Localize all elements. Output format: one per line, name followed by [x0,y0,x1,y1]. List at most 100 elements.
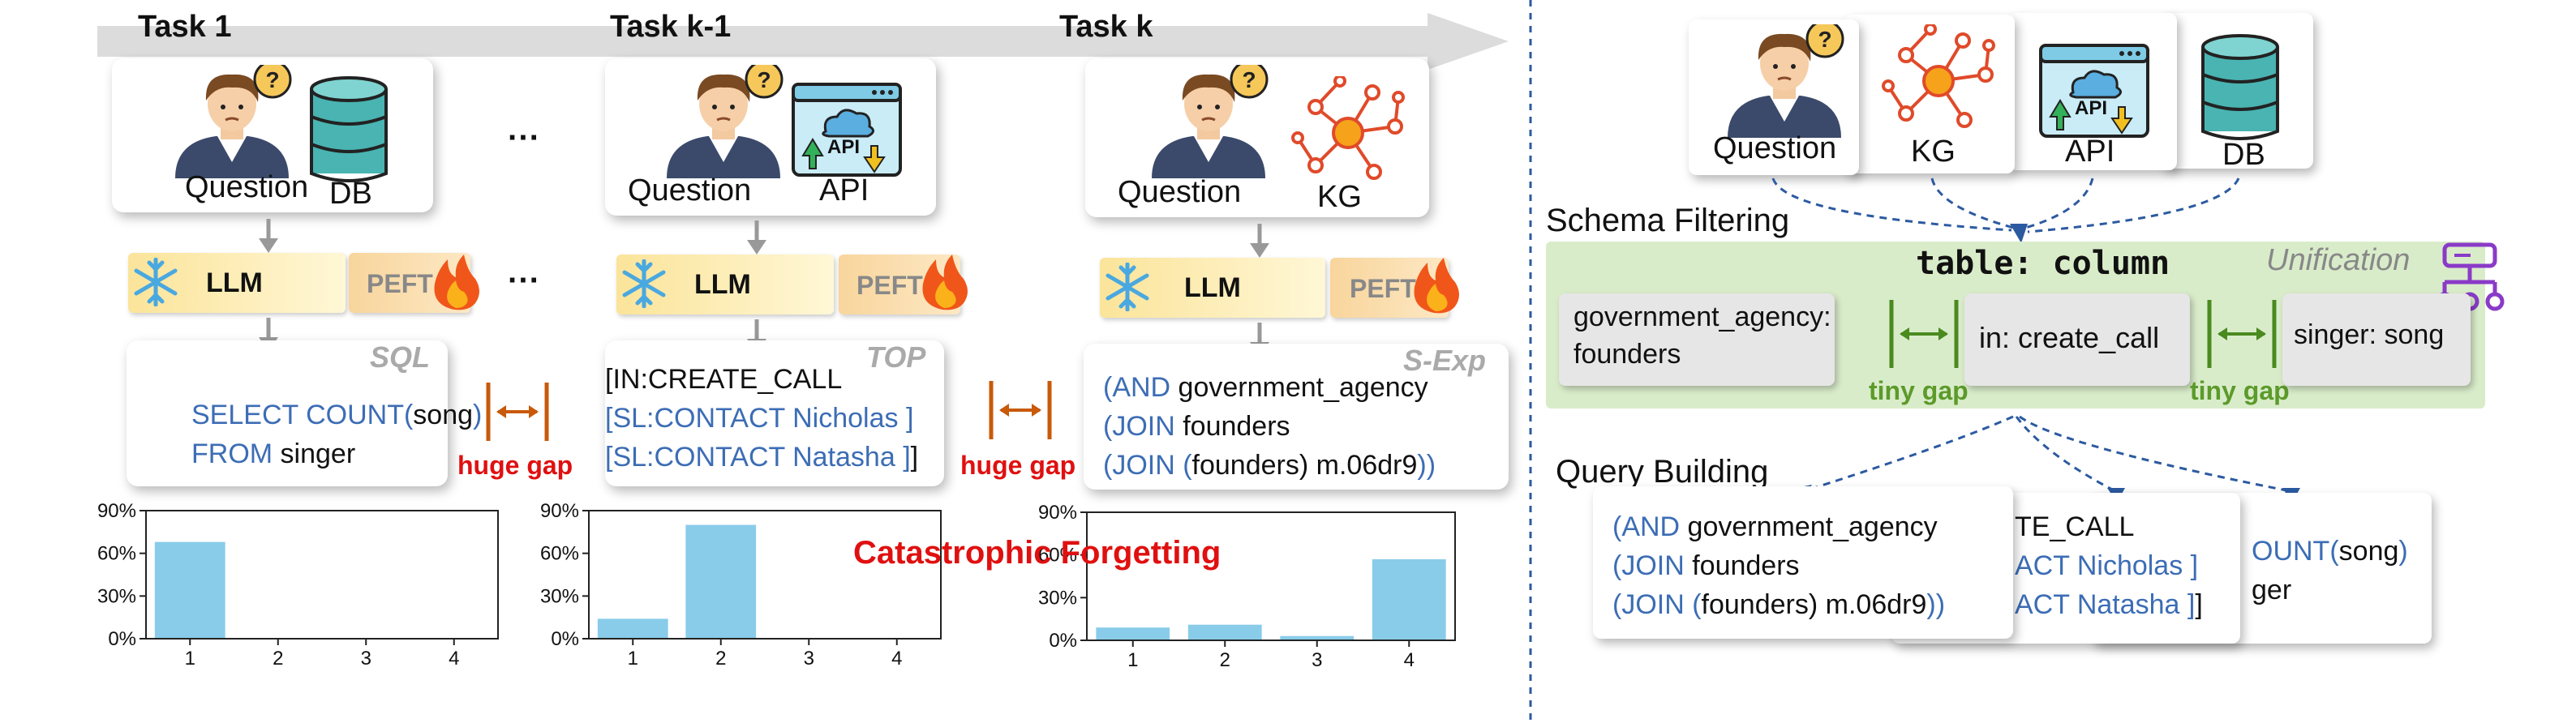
db-label: DB [329,177,372,211]
sql-tag: SQL [370,340,431,374]
question-label: Question [1713,131,1837,165]
y-tick-label: 0% [551,628,579,650]
schema-filtering-heading: Schema Filtering [1546,203,1790,238]
tiny-gap-arrow [1889,300,1959,368]
x-tick-label: 4 [891,648,902,670]
schema-item-line-4: singer: song [2294,319,2445,350]
schema-item-singer-song [2282,293,2471,386]
top-line-3: [SL:CONTACT Natasha ]] [605,442,919,473]
x-tick-label: 4 [449,648,459,670]
query-card-sexp [1593,486,2013,639]
query-card-top-line-1: TE_CALL [2015,511,2135,542]
huge-gap-label: huge gap [960,451,1076,480]
y-tick-label: 30% [1038,587,1077,609]
api-label: API [2065,135,2115,169]
llm-block [1100,258,1325,318]
y-tick-label: 60% [97,543,136,565]
bar [1096,627,1170,640]
schema-item-create-call [1964,293,2190,386]
y-tick-label: 30% [97,585,136,607]
query-card-sql-line-2: ger [2252,575,2292,605]
db-label: DB [2222,138,2265,172]
unification-label: Unification [2266,243,2411,277]
ellipsis: ··· [508,120,540,156]
database-icon [310,76,388,182]
huge-gap-arrow [989,381,1052,439]
knowledge-graph-icon [1882,24,1995,128]
x-tick-label: 2 [1220,649,1230,671]
query-card-sexp-line-3: (JOIN (founders) m.06dr9)) [1612,589,1946,620]
query-card-top-line-2: ACT Nicholas ] [2015,550,2199,581]
question-person-icon [665,65,784,178]
x-tick-label: 1 [185,648,195,670]
schema-item-line-2: founders [1574,339,1681,370]
y-tick-label: 60% [1038,545,1077,567]
bar [685,524,757,639]
peft-label: PEFT [367,269,433,298]
merge-arrows [1771,178,2240,243]
query-card-sexp-line-1: (AND government_agency [1612,511,1938,542]
query-building-heading: Query Building [1556,454,1769,490]
top-line-2: [SL:CONTACT Nicholas ] [605,403,914,434]
sql-line-1: SELECT COUNT(song) [191,400,483,430]
api-screen-text: API [827,136,861,158]
catastrophic-forgetting-label: Catastrophic Forgetting [853,535,1221,571]
down-arrow [1250,224,1269,258]
schema-item-line-3: in: create_call [1979,321,2160,354]
bar [597,618,668,639]
question-label: Question [185,170,309,204]
bar [1372,558,1446,640]
sexp-output-card [1084,344,1509,490]
query-card-sexp-line-2: (JOIN founders [1612,550,1800,581]
sexp-line-1: (AND government_agency [1103,372,1428,403]
table-column-label: table: column [1916,245,2170,282]
top-tag: TOP [866,340,926,374]
top-line-1: [IN:CREATE_CALL [605,364,843,395]
task-k-1-label: Task k-1 [610,10,732,44]
x-tick-label: 3 [1312,649,1322,671]
y-tick-label: 90% [540,500,579,522]
database-icon [2201,34,2279,140]
question-label: Question [628,173,752,207]
fire-icon [434,255,479,310]
llm-label: LLM [1184,272,1241,303]
schema-item-government-agency [1559,293,1835,386]
kg-label: KG [1317,180,1362,214]
api-label: API [819,173,869,207]
ellipsis: ··· [508,263,540,298]
tiny-gap-arrow [2207,300,2277,368]
kg-label: KG [1911,135,1956,169]
tiny-gap-label: tiny gap [2190,376,2290,405]
top-output-card [605,340,944,486]
divider [1529,0,1532,723]
x-tick-label: 2 [273,648,283,670]
x-tick-label: 3 [804,648,814,670]
sexp-tag: S-Exp [1403,344,1487,377]
y-tick-label: 90% [97,500,136,522]
api-icon [2039,44,2149,138]
llm-label: LLM [206,267,263,298]
x-tick-label: 1 [1127,649,1138,671]
sql-line-2: FROM singer [191,439,356,469]
tiny-gap-label: tiny gap [1869,376,1968,405]
y-tick-label: 0% [108,628,136,650]
schema-item-line-1: government_agency: [1574,302,1831,332]
peft-label: PEFT [857,271,923,300]
y-tick-label: 30% [540,585,579,607]
bar [154,541,225,639]
plot-frame [1086,511,1456,641]
fire-icon [1414,258,1459,314]
api-icon [792,83,902,177]
llm-label: LLM [694,269,751,300]
x-tick-label: 1 [628,648,638,670]
snowflake-icon [620,259,668,308]
down-arrow [747,220,766,255]
sexp-line-2: (JOIN founders [1103,411,1290,442]
bar [1187,624,1262,640]
down-arrow [259,219,278,253]
timeline-arrow [97,13,1509,70]
sql-output-card [127,340,448,486]
